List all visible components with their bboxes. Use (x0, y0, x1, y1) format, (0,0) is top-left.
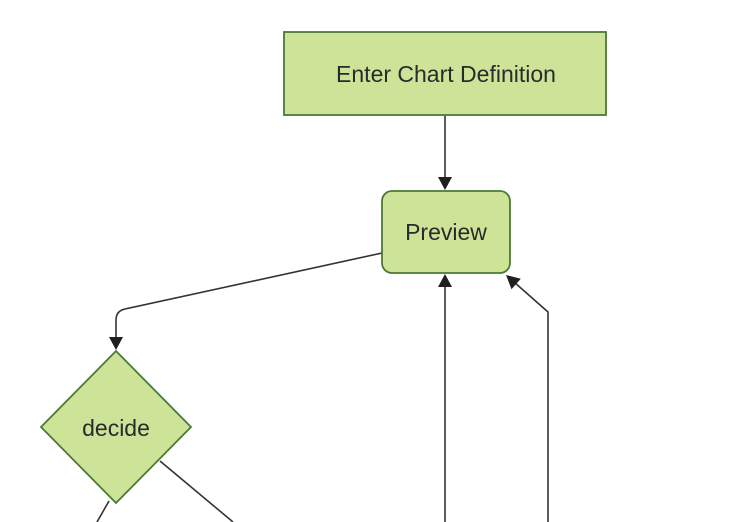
enter-chart-definition-box (283, 31, 607, 116)
node-layer: Enter Chart Definition Preview decide (39, 31, 607, 505)
preview-label: Preview (405, 219, 487, 245)
edge-decide-offscreen-right (159, 460, 234, 522)
edge-preview-to-decide (109, 252, 383, 350)
arrowhead-into-preview-corner (506, 275, 521, 290)
node-enter-chart-definition: Enter Chart Definition (283, 31, 607, 116)
preview-box (381, 190, 511, 274)
arrowhead-into-decide-top (109, 337, 123, 350)
edge-bottom-right-to-preview-line (513, 281, 549, 522)
edge-decide-offscreen-left-line (96, 500, 110, 522)
edge-decide-offscreen-right-line (159, 460, 234, 522)
edge-bottom-to-preview (438, 274, 452, 522)
node-preview: Preview (381, 190, 511, 274)
edge-decide-offscreen-left (96, 500, 110, 522)
node-decide: decide (39, 349, 193, 505)
edge-preview-to-decide-line (115, 252, 383, 339)
arrowhead-into-preview-top (438, 177, 452, 190)
decide-label: decide (82, 415, 150, 441)
arrowhead-into-preview-bottom (438, 274, 452, 287)
edge-enter-to-preview (438, 115, 452, 190)
enter-chart-definition-label: Enter Chart Definition (336, 61, 556, 87)
decide-diamond (39, 349, 193, 505)
edge-bottom-right-to-preview (506, 275, 549, 522)
edge-layer (96, 115, 549, 522)
